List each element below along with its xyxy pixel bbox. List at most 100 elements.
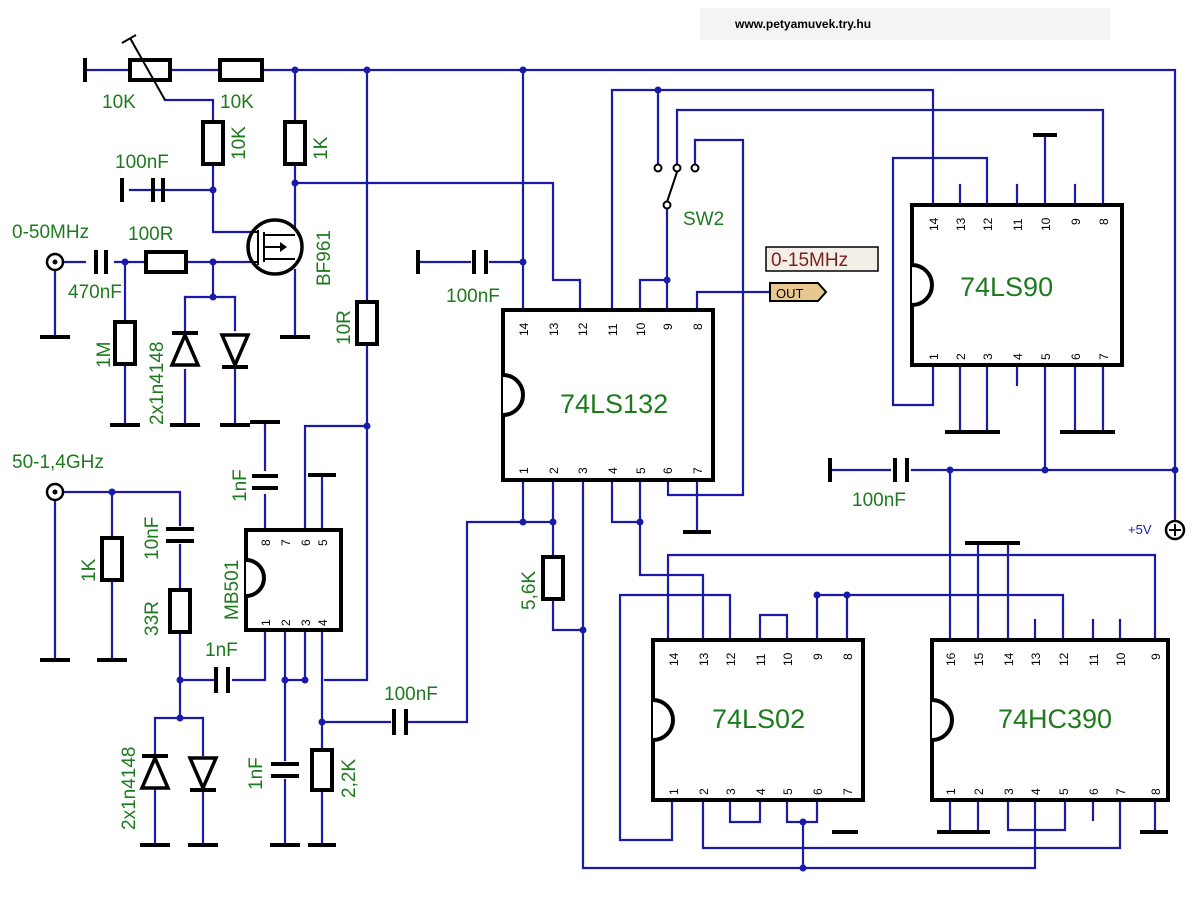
cap-1nf-mb [252,474,278,490]
svg-text:6: 6 [299,539,313,546]
svg-text:13: 13 [954,217,968,231]
svg-text:3: 3 [299,619,313,626]
svg-text:11: 11 [754,653,768,666]
resistor-100r [144,250,188,274]
svg-text:9: 9 [811,653,825,660]
svg-text:9: 9 [661,323,675,330]
ground-bars [40,58,1168,847]
label-c-1n-out: 1nF [246,757,267,790]
label-input-high: 50-1,4GHz [12,452,104,473]
bf961-transistor [246,218,304,276]
svg-text:8: 8 [841,653,855,660]
svg-text:11: 11 [1087,653,1101,666]
power-terminal [1164,519,1186,541]
power-label: +5V [1128,522,1152,537]
svg-text:7: 7 [841,788,855,795]
svg-text:7: 7 [1114,788,1128,795]
cap-1nf-out [271,762,299,778]
svg-text:1: 1 [667,788,681,795]
svg-text:13: 13 [547,322,561,336]
input-connector-low [45,252,65,272]
chip-74ls90 [910,203,1124,367]
svg-text:1: 1 [517,467,531,474]
resistor-5-6k [541,555,565,601]
label-input-low: 0-50MHz [12,222,89,243]
output-tag: OUT [769,282,828,302]
label-diode-1: 2x1n4148 [147,342,168,425]
svg-text:12: 12 [1057,652,1071,666]
svg-text:14: 14 [1002,652,1016,666]
svg-text:3: 3 [576,467,590,474]
label-c-1n-mb: 1nF [230,469,251,502]
label-c-10n: 10nF [142,517,163,560]
diode-pair-2 [139,753,219,793]
label-r-10r: 10R [334,310,355,345]
svg-text:5: 5 [634,467,648,474]
svg-text:7: 7 [1097,353,1111,360]
chip-74ls132-label: 74LS132 [560,389,668,419]
label-c-1n-in: 1nF [205,640,238,661]
cap-470nf [94,250,108,274]
svg-text:13: 13 [1029,652,1043,666]
cap-10nf [166,527,194,543]
label-r-33r: 33R [142,601,163,636]
chip-74ls02 [651,638,865,802]
pin-numbers: 14 13 12 11 10 9 8 1 2 3 4 5 6 7 14 13 1… [259,217,1163,795]
svg-text:10: 10 [634,322,648,336]
chip-74hc390 [930,638,1170,802]
svg-text:1: 1 [944,788,958,795]
svg-text:7: 7 [279,539,293,546]
resistor-2-2k [310,748,334,792]
svg-text:9: 9 [1069,218,1083,225]
svg-text:10: 10 [781,652,795,666]
chip-74ls90-label: 74LS90 [960,272,1053,302]
svg-text:5: 5 [781,788,795,795]
junction-dots [108,66,1179,872]
svg-text:4: 4 [1029,788,1043,795]
chip-74hc390-label: 74HC390 [998,704,1112,734]
svg-text:12: 12 [576,322,590,336]
diode-pair-1 [169,330,251,370]
resistor-33r [168,588,192,634]
label-r-1k-hf: 1K [79,558,100,582]
label-c-90: 100nF [852,490,906,511]
output-range: 0-15MHz [771,250,848,271]
label-r-drain: 1K [311,136,332,160]
svg-text:14: 14 [517,322,531,336]
output-range-box [765,246,879,272]
label-c-gate: 100nF [115,152,169,173]
svg-text:3: 3 [724,788,738,795]
cap-100nf-gate [151,178,165,202]
label-r-5-6k: 5,6K [519,571,540,610]
svg-text:11: 11 [606,323,620,336]
svg-text:3: 3 [981,353,995,360]
svg-text:2: 2 [954,353,968,360]
label-transistor: BF961 [314,230,335,286]
svg-text:15: 15 [972,652,986,666]
chip-74ls132 [501,308,715,482]
svg-text:6: 6 [1069,353,1083,360]
svg-text:5: 5 [1039,353,1053,360]
resistor-pot [121,34,172,101]
resistor-1k-hf [100,536,124,582]
svg-text:8: 8 [1149,788,1163,795]
cap-100nf-132 [472,250,488,274]
svg-text:2: 2 [697,788,711,795]
svg-text:2: 2 [279,619,293,626]
label-r-top: 10K [220,92,254,113]
cap-1nf-in [214,667,230,693]
svg-text:2: 2 [547,467,561,474]
svg-text:13: 13 [697,652,711,666]
output-tag-text: OUT [776,286,804,301]
site-url: www.petyamuvek.try.hu [734,17,871,31]
svg-text:6: 6 [1087,788,1101,795]
svg-text:3: 3 [1002,788,1016,795]
label-r-bias: 1M [94,342,115,368]
chip-mb501 [244,528,343,632]
label-r-gate: 10K [229,126,250,160]
sw2-switch[interactable] [653,163,700,210]
label-c-132: 100nF [446,286,500,307]
svg-text:1: 1 [927,353,941,360]
svg-text:4: 4 [754,788,768,795]
